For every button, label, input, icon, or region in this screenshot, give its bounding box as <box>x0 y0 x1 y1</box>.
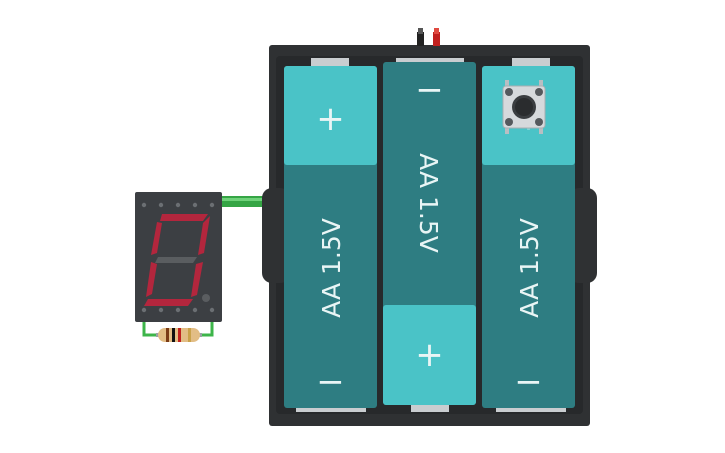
segment-f <box>151 222 162 255</box>
battery-cell-1[interactable]: + AA 1.5V − <box>284 66 377 408</box>
cell-1-top-terminal: + <box>316 99 345 139</box>
cell-3-voltage-label: AA 1.5V <box>515 218 544 318</box>
segment-g <box>155 257 197 263</box>
battery-leads[interactable] <box>417 28 440 46</box>
battery-contacts <box>296 58 566 412</box>
segment-d <box>144 299 193 306</box>
cell-2-bottom-terminal: + <box>415 335 444 375</box>
segment-e <box>146 262 157 297</box>
cell-1-voltage-label: AA 1.5V <box>317 218 346 318</box>
cell-1-bottom-terminal: − <box>316 362 345 402</box>
display-segments <box>144 214 210 306</box>
battery-cell-2[interactable]: − AA 1.5V + <box>383 62 476 405</box>
cell-2-voltage-label: AA 1.5V <box>414 153 443 253</box>
green-wire[interactable] <box>220 196 272 207</box>
segment-c <box>191 262 203 297</box>
cell-2-top-terminal: − <box>415 70 444 110</box>
cell-3-bottom-terminal: − <box>514 362 543 402</box>
segment-a <box>160 214 208 221</box>
push-button-icon[interactable] <box>502 80 546 134</box>
segment-b <box>198 216 210 255</box>
decimal-point <box>202 294 210 302</box>
display-pins-top <box>141 202 215 208</box>
resistor-icon[interactable] <box>142 322 214 342</box>
seven-segment-display-icon[interactable] <box>135 192 222 322</box>
display-pins-bottom <box>141 307 215 313</box>
